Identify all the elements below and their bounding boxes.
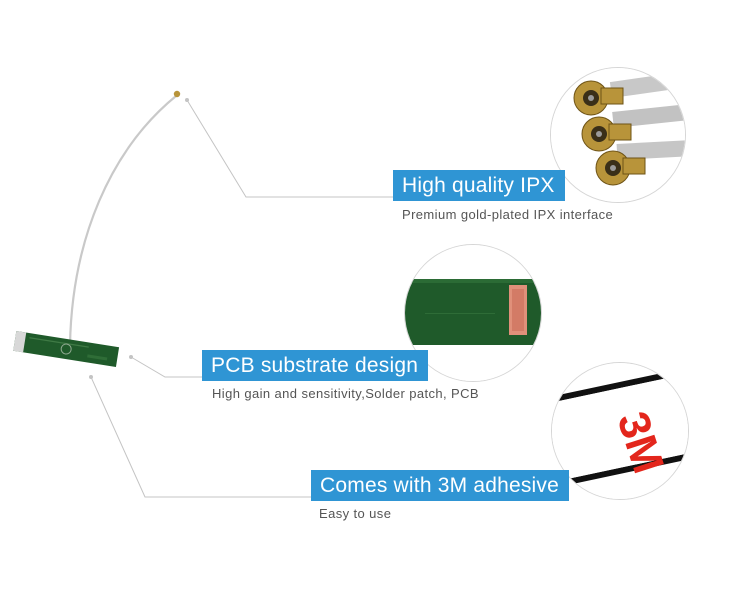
ipx-connector-tip <box>173 90 181 98</box>
feature-subtitle-ipx: Premium gold-plated IPX interface <box>402 207 614 222</box>
leader-line-adhesive <box>90 376 311 498</box>
ipx-closeup-circle <box>550 67 686 203</box>
antenna-cable <box>68 95 177 346</box>
leader-line-ipx <box>186 99 393 198</box>
pcb-closeup-image <box>405 245 541 381</box>
feature-title-adhesive: Comes with 3M adhesive <box>311 470 569 501</box>
adhesive-closeup-circle: 3M <box>551 362 689 500</box>
adhesive-closeup-image: 3M <box>552 363 688 499</box>
pcb-closeup-circle <box>404 244 542 382</box>
feature-subtitle-adhesive: Easy to use <box>319 506 392 521</box>
feature-title-pcb: PCB substrate design <box>202 350 429 381</box>
leader-dot-pcb <box>129 355 133 359</box>
feature-subtitle-pcb: High gain and sensitivity,Solder patch, … <box>212 386 479 401</box>
pcb-antenna <box>13 331 120 368</box>
ipx-closeup-image <box>551 68 685 202</box>
leader-dot-ipx <box>185 98 189 102</box>
leader-dot-adhesive <box>89 375 93 379</box>
feature-title-ipx: High quality IPX <box>393 170 565 201</box>
leader-line-pcb <box>130 356 202 378</box>
